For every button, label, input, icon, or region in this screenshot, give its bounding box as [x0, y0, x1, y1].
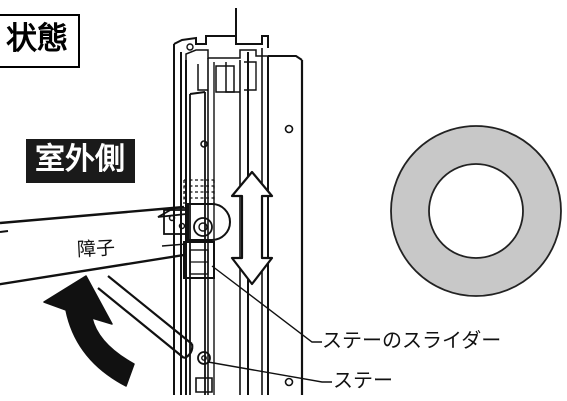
state-label: 状態 [0, 14, 80, 68]
stay-callout: ステー [333, 368, 393, 392]
gray-ring [390, 125, 562, 297]
leader-lines [207, 265, 332, 383]
opening-direction-arrow [43, 275, 135, 387]
stay-leader-line [207, 361, 332, 383]
slider-leader-line [211, 265, 322, 343]
slider-dashed-outline [183, 179, 215, 204]
sash-label: 障子 [76, 237, 116, 261]
slide-direction-arrow [230, 170, 274, 286]
stay-track [189, 91, 206, 395]
sash [0, 205, 190, 286]
stay-arm [97, 275, 213, 393]
hinge-knob [187, 203, 231, 241]
outdoor-side-label: 室外側 [26, 139, 135, 183]
stay-slider-callout: ステーのスライダー [322, 328, 502, 352]
window-frame [173, 8, 304, 395]
stay-slider [183, 241, 215, 279]
